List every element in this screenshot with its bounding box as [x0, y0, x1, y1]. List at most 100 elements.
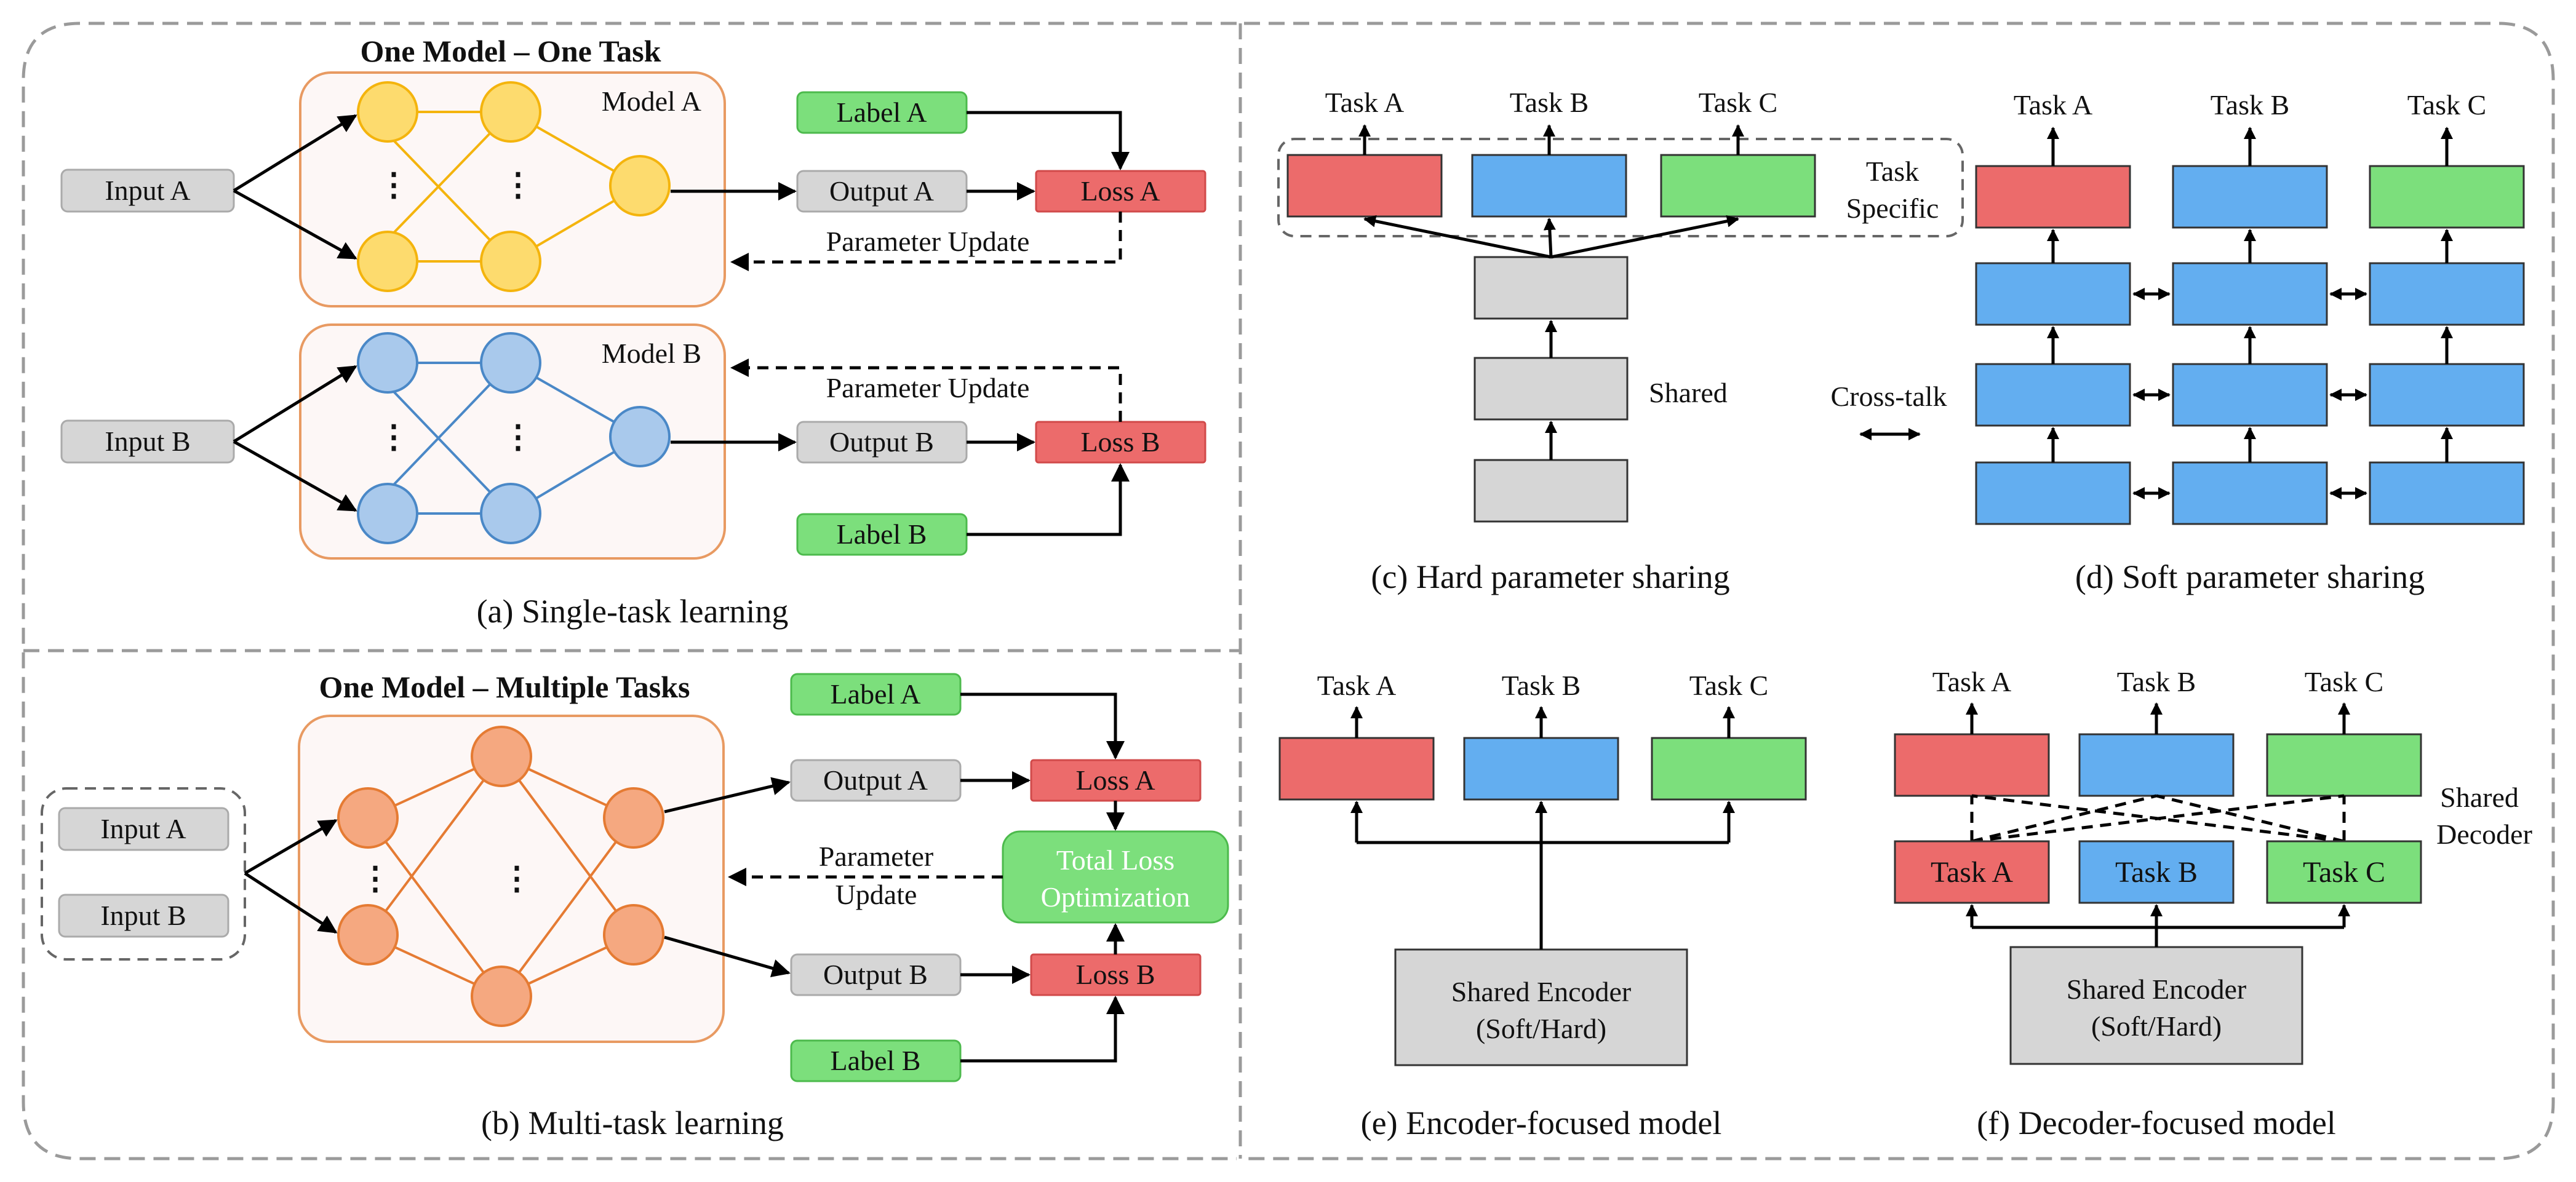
tower-c-layer	[2369, 363, 2525, 427]
input-b-label: Input B	[100, 900, 186, 931]
panel-c-hard-sharing: Task A Task B Task C Task Specific Share…	[1277, 87, 1964, 595]
task-b-head	[2078, 733, 2235, 797]
panel-f-caption: (f) Decoder-focused model	[1977, 1105, 2336, 1141]
loss-b-label: Loss B	[1080, 426, 1160, 458]
model-b-ellipsis: ⋮	[378, 420, 410, 455]
shared-encoder-line1: Shared Encoder	[1451, 976, 1632, 1007]
task-b-heading: Task B	[1502, 670, 1581, 701]
tower-c-layer	[2369, 262, 2525, 326]
model-b-node	[480, 483, 541, 544]
shared-decoder-line1: Shared	[2440, 782, 2519, 813]
shared-label: Shared	[1649, 377, 1728, 408]
task-a-head	[1278, 737, 1435, 801]
shared-encoder-box	[2009, 946, 2303, 1065]
output-b-label: Output B	[823, 959, 928, 990]
multi-task-node	[471, 726, 532, 787]
label-b-label: Label B	[831, 1045, 921, 1076]
shared-layer	[1473, 357, 1629, 421]
model-b-network: ⋮ ⋮	[357, 332, 671, 544]
model-a-node	[357, 231, 418, 292]
task-a-decoder-box	[1894, 840, 2050, 904]
panel-b-caption: (b) Multi-task learning	[481, 1105, 784, 1141]
task-specific-frame	[1277, 138, 1964, 237]
task-a-head	[1286, 154, 1443, 218]
multi-task-node	[603, 904, 664, 966]
param-update-line2: Update	[835, 879, 917, 910]
task-c-head	[2369, 165, 2525, 229]
input-a-box	[58, 807, 229, 851]
model-b-node	[357, 332, 418, 394]
task-c-head	[1660, 154, 1816, 218]
tower-b-layer	[2172, 262, 2328, 326]
output-a-label: Output A	[823, 764, 928, 796]
panel-a-caption: (a) Single-task learning	[477, 593, 789, 630]
multi-task-network: ⋮ ⋮	[337, 726, 664, 1027]
task-a-head	[1894, 733, 2050, 797]
input-b-label: Input B	[105, 426, 190, 457]
task-c-head	[2266, 733, 2422, 797]
cross-talk-label: Cross-talk	[1830, 381, 1947, 412]
task-a-heading: Task A	[2014, 89, 2092, 121]
tower-b-layer	[2172, 461, 2328, 525]
task-c-decoder-box	[2266, 840, 2422, 904]
input-a-label: Input A	[100, 813, 186, 844]
task-b-heading: Task B	[2117, 666, 2196, 697]
task-a-heading: Task A	[1932, 666, 2011, 697]
tower-a-layer	[1975, 461, 2131, 525]
task-c-heading: Task C	[2305, 666, 2383, 697]
loss-b-label: Loss B	[1075, 959, 1155, 990]
output-a-label: Output A	[829, 175, 934, 207]
task-b-head	[1471, 154, 1627, 218]
task-b-decoder-label: Task B	[2115, 856, 2198, 889]
model-a-network: ⋮ ⋮	[357, 81, 671, 292]
cross-talk-arrows	[2132, 288, 2367, 499]
total-loss-line2: Optimization	[1041, 881, 1190, 913]
tower-a-layer	[1975, 262, 2131, 326]
label-a-label: Label A	[831, 678, 921, 710]
multi-task-ellipsis: ⋮	[359, 862, 391, 897]
task-c-heading: Task C	[2407, 89, 2486, 121]
model-a-label: Model A	[602, 85, 701, 117]
input-b-box	[58, 894, 229, 938]
shared-encoder-box	[1394, 948, 1688, 1066]
model-a-node	[609, 155, 671, 216]
task-specific-line1: Task	[1866, 156, 1919, 187]
panel-a-title: One Model – One Task	[361, 34, 661, 68]
multi-task-node	[337, 904, 399, 966]
task-b-heading: Task B	[1510, 87, 1589, 118]
task-b-head	[2172, 165, 2328, 229]
task-specific-line2: Specific	[1846, 192, 1939, 224]
panel-f-decoder-focused: Task A Task B Task C Task A Task B Task …	[1894, 666, 2532, 1141]
task-b-heading: Task B	[2211, 89, 2289, 121]
right-panel-border	[1244, 22, 2555, 1160]
multi-task-node	[603, 787, 664, 849]
model-b-node	[480, 332, 541, 394]
param-update-line1: Parameter	[819, 841, 933, 872]
left-panel-border	[22, 22, 1237, 1160]
model-a-node	[480, 231, 541, 292]
task-a-decoder-label: Task A	[1931, 856, 2013, 889]
panel-b-multi-task: One Model – Multiple Tasks ⋮ ⋮ Input A I…	[41, 670, 1229, 1141]
param-update-a-label: Parameter Update	[826, 226, 1030, 257]
task-c-decoder-label: Task C	[2303, 856, 2385, 889]
decoder-cross-connections	[1970, 794, 2346, 843]
label-a-label: Label A	[837, 97, 927, 128]
task-a-heading: Task A	[1325, 87, 1404, 118]
tower-c-layer	[2369, 461, 2525, 525]
model-b-ellipsis: ⋮	[502, 420, 534, 455]
input-a-label: Input A	[105, 175, 190, 206]
loss-a-label: Loss A	[1080, 175, 1160, 207]
panel-c-caption: (c) Hard parameter sharing	[1371, 558, 1729, 595]
task-c-head	[1651, 737, 1807, 801]
tower-arrows	[2047, 127, 2453, 462]
task-c-heading: Task C	[1699, 87, 1777, 118]
task-a-head	[1975, 165, 2131, 229]
shared-decoder-line2: Decoder	[2436, 819, 2532, 850]
model-b-label: Model B	[602, 338, 701, 369]
panel-d-soft-sharing: Task A Task B Task C	[1830, 89, 2525, 595]
model-a-ellipsis: ⋮	[378, 168, 410, 203]
label-b-label: Label B	[837, 518, 927, 550]
tower-b-layer	[2172, 363, 2328, 427]
model-a-ellipsis: ⋮	[502, 168, 534, 203]
model-a-node	[480, 81, 541, 143]
